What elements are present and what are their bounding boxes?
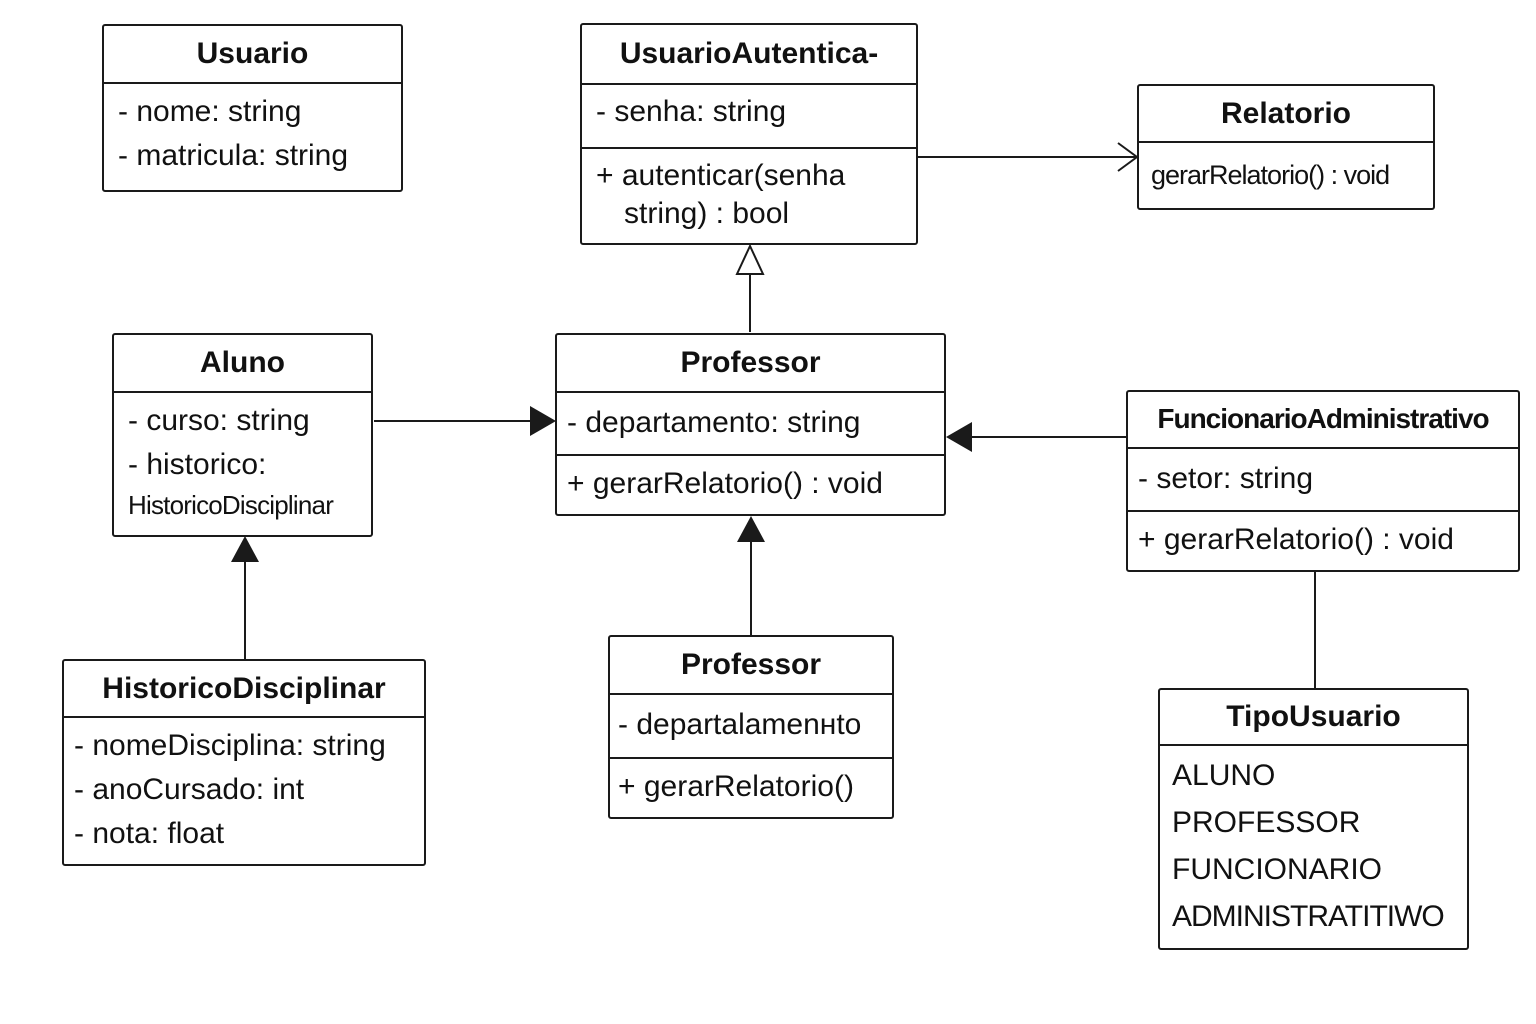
attribute: - matricula: string bbox=[118, 139, 349, 172]
class-aluno[interactable]: Aluno - curso: string - historico: Histo… bbox=[112, 333, 373, 537]
class-name: UsuarioAutentica- bbox=[582, 25, 916, 85]
enum-value: ALUNO bbox=[1172, 759, 1276, 792]
operation: + gerarRelatorio() : void bbox=[567, 467, 883, 500]
class-name: TipoUsuario bbox=[1160, 690, 1467, 746]
enum-value: FUNCIONARIO bbox=[1172, 853, 1382, 886]
class-name: HistoricoDisciplinar bbox=[64, 661, 424, 718]
attribute: - historico: bbox=[128, 448, 267, 481]
operations-compartment: + gerarRelatorio() : void bbox=[557, 454, 944, 514]
attribute: - departamento: string bbox=[567, 405, 861, 439]
operations-compartment: + gerarRelatorio() : void bbox=[1128, 510, 1518, 570]
operations-compartment: + gerarRelatorio() bbox=[610, 757, 892, 817]
attributes-compartment: - departalamenнto bbox=[610, 695, 892, 757]
filled-triangle-arrowhead bbox=[231, 536, 259, 562]
attribute: - nome: string bbox=[118, 95, 302, 128]
operation: + autenticar(senha bbox=[596, 159, 846, 192]
attribute: - curso: string bbox=[128, 404, 310, 437]
attributes-compartment: - nomeDisciplina: string - anoCursado: i… bbox=[64, 718, 424, 864]
class-name: Relatorio bbox=[1139, 86, 1433, 143]
operation: string) : bool bbox=[624, 197, 790, 230]
operation: gerarRelatorio() : void bbox=[1151, 160, 1390, 190]
enum-values-compartment: ALUNO PROFESSOR FUNCIONARIO ADMINISTRATI… bbox=[1160, 746, 1467, 948]
attributes-compartment: - nome: string - matricula: string bbox=[104, 84, 401, 186]
attribute: - setor: string bbox=[1138, 461, 1314, 495]
attribute: HistoricoDisciplinar bbox=[128, 490, 334, 520]
class-funcionario-administrativo[interactable]: FuncionarioAdministrativo - setor: strin… bbox=[1126, 390, 1520, 572]
attributes-compartment: - setor: string bbox=[1128, 449, 1518, 510]
class-name: Aluno bbox=[114, 335, 371, 393]
class-professor-secondary[interactable]: Professor - departalamenнto + gerarRelat… bbox=[608, 635, 894, 819]
class-professor[interactable]: Professor - departamento: string + gerar… bbox=[555, 333, 946, 516]
class-tipo-usuario[interactable]: TipoUsuario ALUNO PROFESSOR FUNCIONARIO … bbox=[1158, 688, 1469, 950]
attribute: - anoCursado: int bbox=[74, 773, 305, 806]
filled-triangle-arrowhead bbox=[737, 516, 765, 542]
operations-compartment: gerarRelatorio() : void bbox=[1139, 143, 1433, 197]
operation: + gerarRelatorio() bbox=[618, 770, 854, 803]
attributes-compartment: - departamento: string bbox=[557, 393, 944, 454]
enum-value: ADMINISTRATITIWO bbox=[1172, 900, 1445, 933]
class-relatorio[interactable]: Relatorio gerarRelatorio() : void bbox=[1137, 84, 1435, 210]
class-name: Professor bbox=[557, 335, 944, 393]
filled-triangle-arrowhead bbox=[946, 422, 972, 452]
attributes-compartment: - curso: string - historico: HistoricoDi… bbox=[114, 393, 371, 531]
class-historico-disciplinar[interactable]: HistoricoDisciplinar - nomeDisciplina: s… bbox=[62, 659, 426, 866]
class-name: Usuario bbox=[104, 26, 401, 84]
operation: + gerarRelatorio() : void bbox=[1138, 523, 1454, 556]
attribute: - nota: float bbox=[74, 817, 225, 850]
filled-triangle-arrowhead bbox=[530, 406, 556, 436]
hollow-triangle-arrowhead bbox=[735, 243, 765, 275]
enum-value: PROFESSOR bbox=[1172, 806, 1361, 839]
class-usuario-autenticavel[interactable]: UsuarioAutentica- - senha: string + aute… bbox=[580, 23, 918, 245]
attribute: - nomeDisciplina: string bbox=[74, 729, 386, 762]
operations-compartment: + autenticar(senha string) : bool bbox=[582, 147, 916, 241]
attribute: - departalamenнto bbox=[618, 708, 862, 742]
class-usuario[interactable]: Usuario - nome: string - matricula: stri… bbox=[102, 24, 403, 192]
attributes-compartment: - senha: string bbox=[582, 85, 916, 147]
class-name: Professor bbox=[610, 637, 892, 696]
class-name: FuncionarioAdministrativo bbox=[1128, 392, 1518, 449]
attribute: - senha: string bbox=[596, 95, 787, 128]
